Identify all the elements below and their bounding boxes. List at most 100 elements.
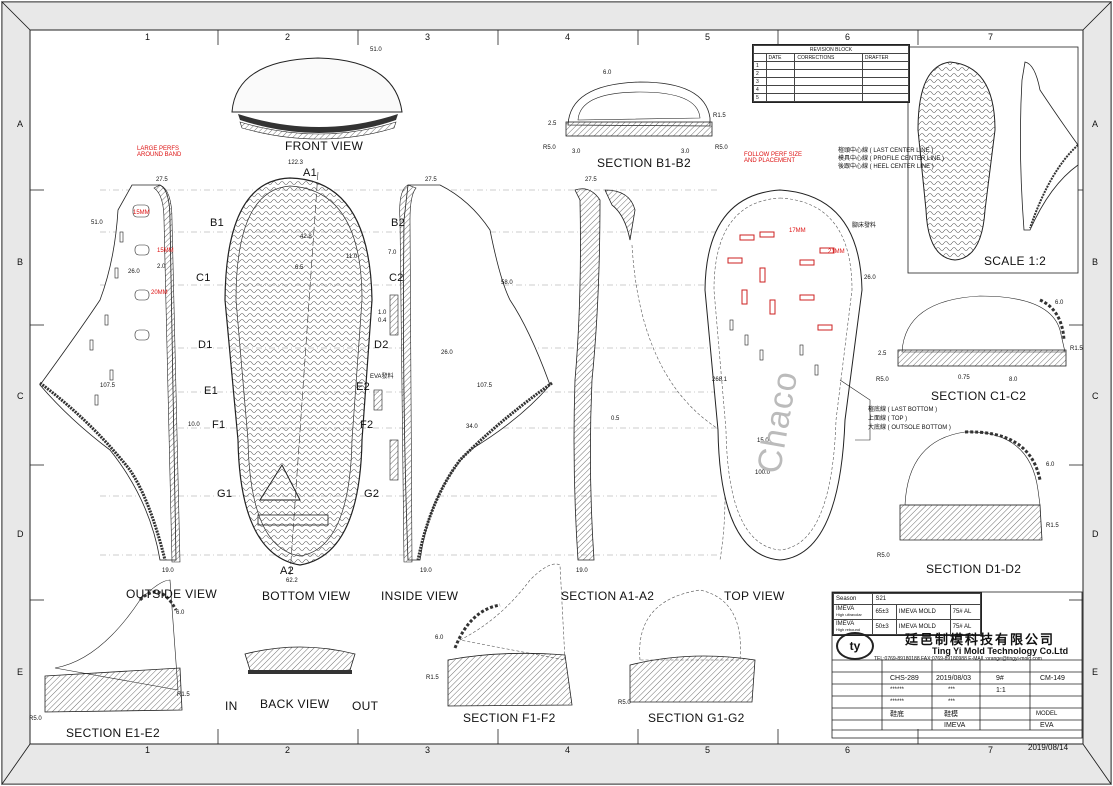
marker-g2: G2 xyxy=(364,488,380,500)
drawing-scale: 1:1 xyxy=(996,687,1006,694)
company-contact: TEL:0769-89180188 FAX:0769-89180988 E-MA… xyxy=(874,656,1042,662)
marker-a1: A1 xyxy=(303,167,318,179)
grid-col-2: 2 xyxy=(285,32,291,42)
dim-62: 62.2 xyxy=(286,578,298,584)
note-profile-center: 模具中心線 ( PROFILE CENTER LINE ) xyxy=(838,156,945,162)
company-name-cn: 廷邑制模科技有限公司 xyxy=(905,632,1056,647)
grid-col-1-bottom: 1 xyxy=(145,745,151,755)
section-lines xyxy=(100,189,720,556)
note-eva: EVA發料 xyxy=(370,374,394,380)
note-20mm: 20MM xyxy=(151,290,168,296)
revision-row-5: 5 xyxy=(753,93,767,102)
dim-r50-e: R5.0 xyxy=(29,716,42,722)
bottom-view-title: BOTTOM VIEW xyxy=(262,589,351,603)
model-label: MODEL xyxy=(1036,711,1058,717)
top-view-drawing xyxy=(704,189,871,561)
grid-col-7-bottom: 7 xyxy=(988,745,994,755)
revision-row-3: 3 xyxy=(753,77,767,86)
outside-view-drawing xyxy=(39,184,181,563)
note-15mm-b: 15MM xyxy=(157,248,174,254)
material-row-2-hardness: 50±3 xyxy=(872,619,897,635)
marker-d2: D2 xyxy=(374,339,389,351)
grid-row-d-right: D xyxy=(1092,529,1099,539)
dim-10: 10.0 xyxy=(188,422,200,428)
grid-col-4: 4 xyxy=(565,32,571,42)
border-bottom xyxy=(1,743,1112,785)
border-left xyxy=(1,1,31,786)
grid-col-6: 6 xyxy=(845,32,851,42)
note-heel-center: 後跟中心線 ( HEEL CENTER LINE ) xyxy=(838,164,934,170)
revision-row-4: 4 xyxy=(753,85,767,94)
dim-r50-b-right: R5.0 xyxy=(715,145,728,151)
back-view-title: BACK VIEW xyxy=(260,697,330,711)
dim-107-outside: 107.5 xyxy=(100,383,116,389)
dim-6-5: 6.5 xyxy=(295,265,304,271)
designer-stars: *** xyxy=(948,687,956,693)
section-a1-a2-drawing xyxy=(573,188,726,561)
dim-r15-f: R1.5 xyxy=(426,675,439,681)
revision-header-index xyxy=(753,53,767,62)
dim-51-outside: 51.0 xyxy=(91,220,103,226)
revision-header-corrections: CORRECTIONS xyxy=(794,53,863,62)
grid-row-e-right: E xyxy=(1092,667,1099,677)
revision-title: REVISION BLOCK xyxy=(753,45,909,54)
note-last-bottom: 楦底線 ( LAST BOTTOM ) xyxy=(868,407,938,413)
grid-ticks xyxy=(30,30,1083,744)
note-outsole-bottom: 大底線 ( OUTSOLE BOTTOM ) xyxy=(868,425,951,431)
company-name-en: Ting Yi Mold Technology Co.Ltd xyxy=(932,646,1069,656)
revision-row-1: 1 xyxy=(753,61,767,70)
dim-r50-b-left: R5.0 xyxy=(543,145,556,151)
drawing-number: CHS-289 xyxy=(890,675,919,682)
footer-date: 2019/08/14 xyxy=(1028,743,1069,752)
dim-r15-d: R1.5 xyxy=(1046,523,1059,529)
grid-row-c: C xyxy=(17,391,24,401)
drawing-date: 2019/08/03 xyxy=(936,675,972,682)
revision-block: REVISION BLOCK DATE CORRECTIONS DRAFTER … xyxy=(752,44,910,103)
section-d1-d2-drawing xyxy=(899,430,1043,541)
dim-2-outside: 2.0 xyxy=(157,264,166,270)
dim-075-c: 0.75 xyxy=(958,375,970,381)
dim-2-5-b: 2.5 xyxy=(548,121,557,127)
note-15mm-a: 15MM xyxy=(133,210,150,216)
front-view-title: FRONT VIEW xyxy=(285,139,364,153)
grid-row-e: E xyxy=(17,667,24,677)
section-e1-e2-drawing xyxy=(44,579,183,713)
inside-view-title: INSIDE VIEW xyxy=(381,589,459,603)
material-row-1-hardness: 65±3 xyxy=(872,604,897,620)
grid-col-2-bottom: 2 xyxy=(285,745,291,755)
dim-19-outside: 19.0 xyxy=(162,568,174,574)
grid-col-7: 7 xyxy=(988,32,994,42)
material-row-1-mold: IMEVA MOLD xyxy=(895,604,951,620)
grid-row-b-right: B xyxy=(1092,257,1099,267)
marker-d1: D1 xyxy=(198,339,213,351)
material-row-1-al: 75# AL xyxy=(949,604,982,620)
dim-6-d: 6.0 xyxy=(1046,462,1055,468)
section-g1-g2-title: SECTION G1-G2 xyxy=(648,711,745,725)
title-block-frame xyxy=(831,591,1083,739)
marker-b2: B2 xyxy=(391,217,406,229)
note-top: 上面線 ( TOP ) xyxy=(868,416,908,422)
company-logo: ty xyxy=(836,632,874,660)
marker-e2: E2 xyxy=(356,381,371,393)
checker-stars: *** xyxy=(948,699,956,705)
scale-title: SCALE 1:2 xyxy=(984,254,1047,268)
dim-7-bottom: 7.0 xyxy=(388,250,397,256)
dim-122: 122.3 xyxy=(288,160,304,166)
dim-2-5-c: 2.5 xyxy=(878,351,887,357)
section-a1-a2-title: SECTION A1-A2 xyxy=(561,589,655,603)
dim-19-section: 19.0 xyxy=(576,568,588,574)
back-view-in-label: IN xyxy=(225,699,238,713)
material-row-2-al: 75# AL xyxy=(949,619,982,635)
grid-col-3-bottom: 3 xyxy=(425,745,431,755)
grid-col-3: 3 xyxy=(425,32,431,42)
section-g1-g2-drawing xyxy=(629,589,756,703)
marker-a2: A2 xyxy=(280,565,295,577)
section-f1-f2-title: SECTION F1-F2 xyxy=(463,711,556,725)
grid-col-1: 1 xyxy=(145,32,151,42)
part-name-cn: 鞋底 xyxy=(890,711,904,718)
grid-row-b: B xyxy=(17,257,24,267)
revision-header-date: DATE xyxy=(765,53,796,62)
marker-c1: C1 xyxy=(196,272,211,284)
customer-stars: ****** xyxy=(890,699,905,705)
section-b1-b2-drawing xyxy=(565,81,713,137)
